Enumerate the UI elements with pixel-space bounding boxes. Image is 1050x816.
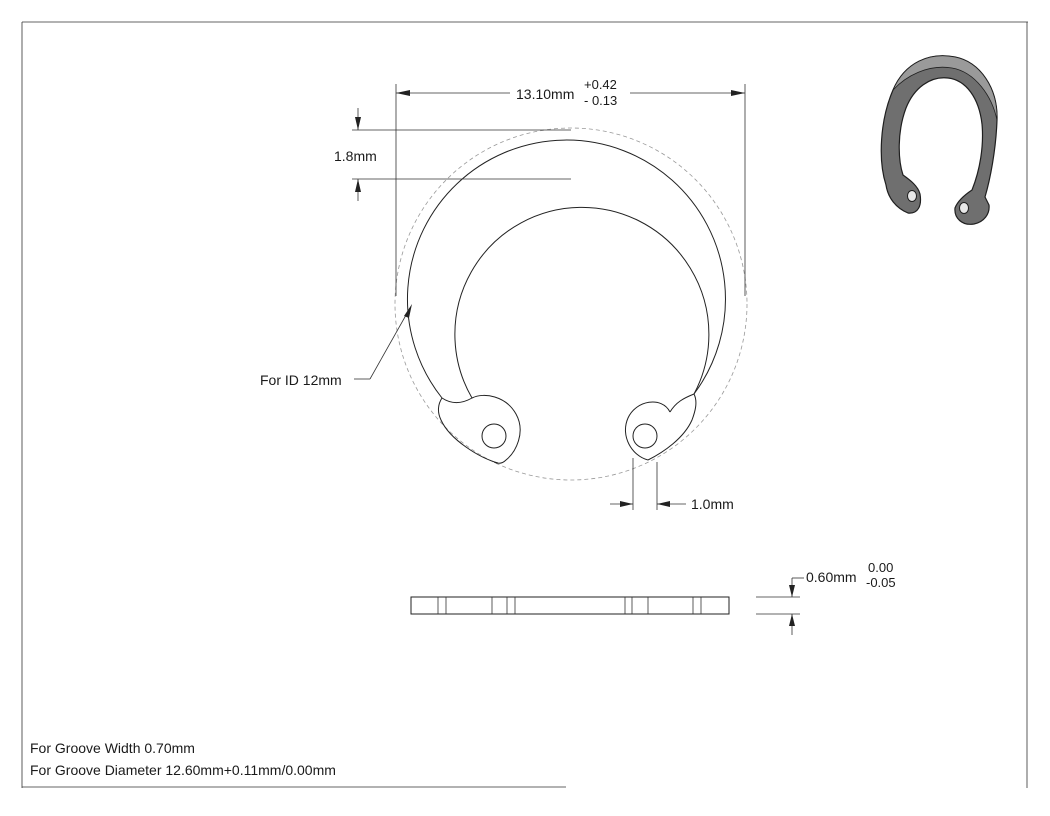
groove-diameter-note: For Groove Diameter 12.60mm+0.11mm/0.00m… [30,762,336,778]
isometric-right-hole [959,202,969,214]
right-lug-hole [632,423,658,449]
sheet-frame [21,21,1028,788]
notes-block: For Groove Width 0.70mm For Groove Diame… [30,740,336,778]
ring-isometric-view [880,55,998,225]
isometric-ring-highlight [892,55,998,121]
id-callout: For ID 12mm [260,304,412,388]
thickness-value: 0.60mm [806,569,857,585]
thickness-tol-minus: -0.05 [866,575,896,590]
radial-width-dimension: 1.8mm [334,108,571,201]
outer-diameter-dimension: 13.10mm +0.42 - 0.13 [395,77,746,296]
radial-width-value: 1.8mm [334,148,377,164]
ring-outer-edge [406,139,726,464]
ring-side-view [410,596,730,615]
bore-phantom-circle [394,127,748,481]
thickness-dimension: 0.60mm 0.00 -0.05 [756,560,896,635]
id-callout-text: For ID 12mm [260,372,342,388]
outer-diameter-tol-minus: - 0.13 [584,93,617,108]
left-lug-edge [441,394,521,464]
tip-gap-dimension: 1.0mm [610,458,734,512]
outer-diameter-value: 13.10mm [516,86,574,102]
tip-gap-value: 1.0mm [691,496,734,512]
thickness-tol-plus: 0.00 [868,560,893,575]
isometric-left-hole [907,190,917,202]
groove-width-note: For Groove Width 0.70mm [30,740,195,756]
outer-diameter-tol-plus: +0.42 [584,77,617,92]
ring-inner-edge [454,206,710,399]
ring-front-view [394,127,748,481]
right-lug-edge [625,393,695,461]
left-lug-hole [481,423,507,449]
